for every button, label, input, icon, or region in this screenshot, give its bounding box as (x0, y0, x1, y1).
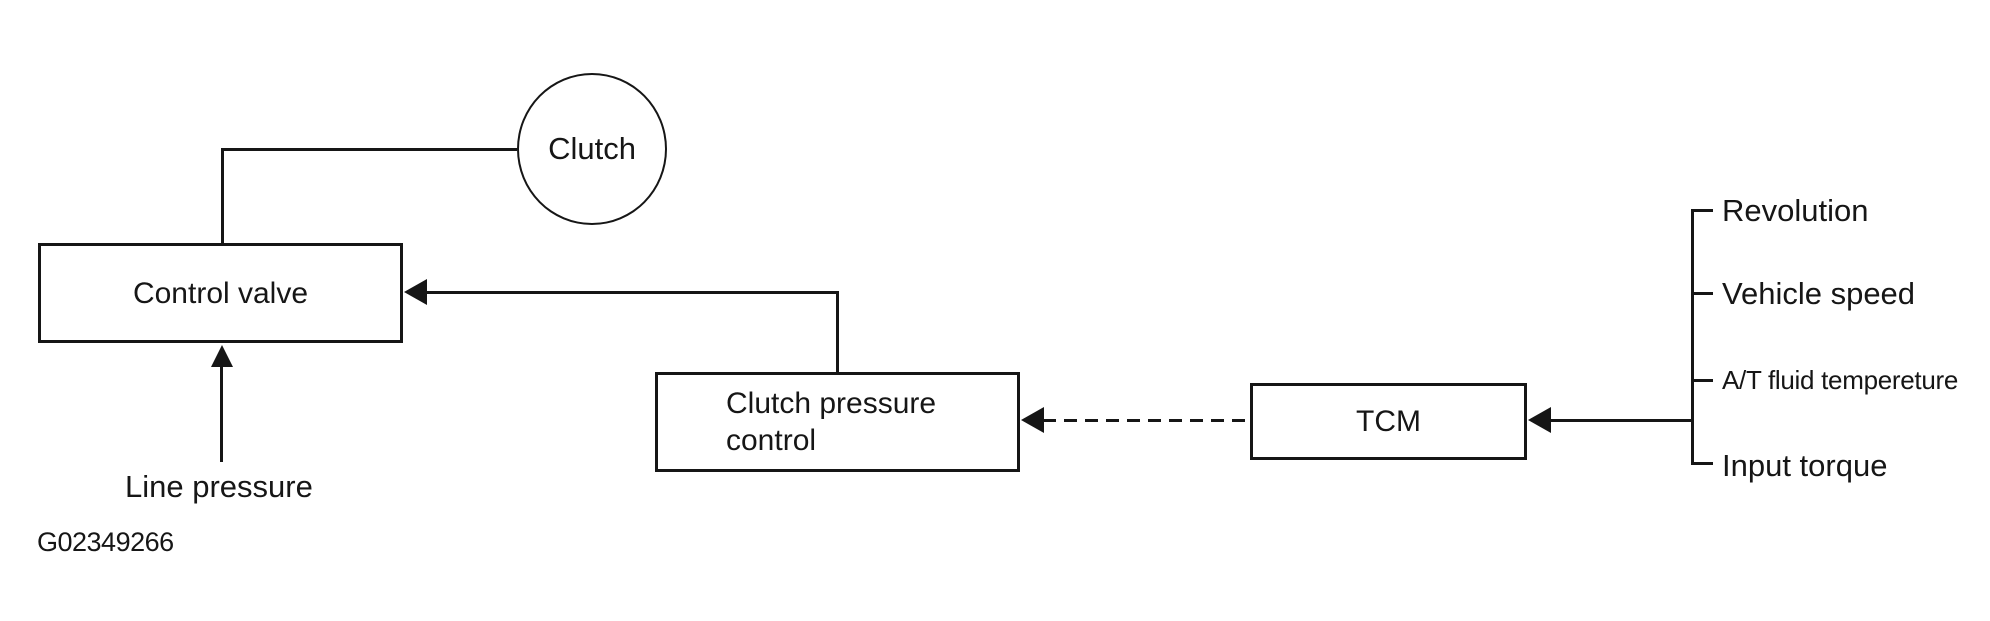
bracket-tick-revolution (1692, 209, 1713, 212)
bracket-tick-input-torque (1692, 462, 1713, 465)
connector-controlvalve-to-clutch-horizontal (221, 148, 517, 151)
connector-bracket-to-tcm (1550, 419, 1693, 422)
figure-id-label: G02349266 (37, 527, 174, 557)
control-valve-node-label: Control valve (132, 276, 309, 310)
arrowhead-into-control-valve (404, 279, 427, 305)
connector-cpc-to-controlvalve-horizontal (426, 291, 838, 294)
input-label-revolution: Revolution (1722, 193, 1869, 228)
connector-cpc-to-controlvalve-vertical (836, 291, 839, 372)
input-label-at-fluid-temperature: A/T fluid tempereture (1722, 365, 1959, 395)
dashed-connector-tcm-to-cpc (1043, 419, 1250, 422)
clutch-pressure-label-line2: control (726, 424, 817, 457)
bracket-tick-at-fluid-temperature (1692, 379, 1713, 382)
inputs-bracket-line (1691, 209, 1694, 465)
bracket-tick-vehicle-speed (1692, 292, 1713, 295)
arrowhead-into-tcm (1528, 407, 1551, 433)
control-valve-node: Control valve (38, 243, 403, 343)
tcm-node-label: TCM (1356, 405, 1421, 438)
input-label-vehicle-speed: Vehicle speed (1722, 276, 1916, 311)
input-label-input-torque: Input torque (1722, 448, 1888, 483)
arrowhead-into-clutch-pressure-control (1021, 407, 1044, 433)
clutch-node: Clutch (517, 73, 667, 225)
connector-line-pressure-vertical (220, 366, 223, 462)
clutch-pressure-label-line1: Clutch pressure (726, 387, 937, 420)
clutch-node-label: Clutch (548, 131, 636, 166)
line-pressure-label: Line pressure (125, 469, 313, 504)
connector-controlvalve-to-clutch-vertical (221, 148, 224, 243)
clutch-pressure-control-node: Clutch pressure control (655, 372, 1020, 472)
tcm-node: TCM (1250, 383, 1527, 460)
clutch-pressure-control-node-label: Clutch pressure control (726, 385, 936, 459)
arrowhead-line-pressure-up (211, 345, 233, 367)
